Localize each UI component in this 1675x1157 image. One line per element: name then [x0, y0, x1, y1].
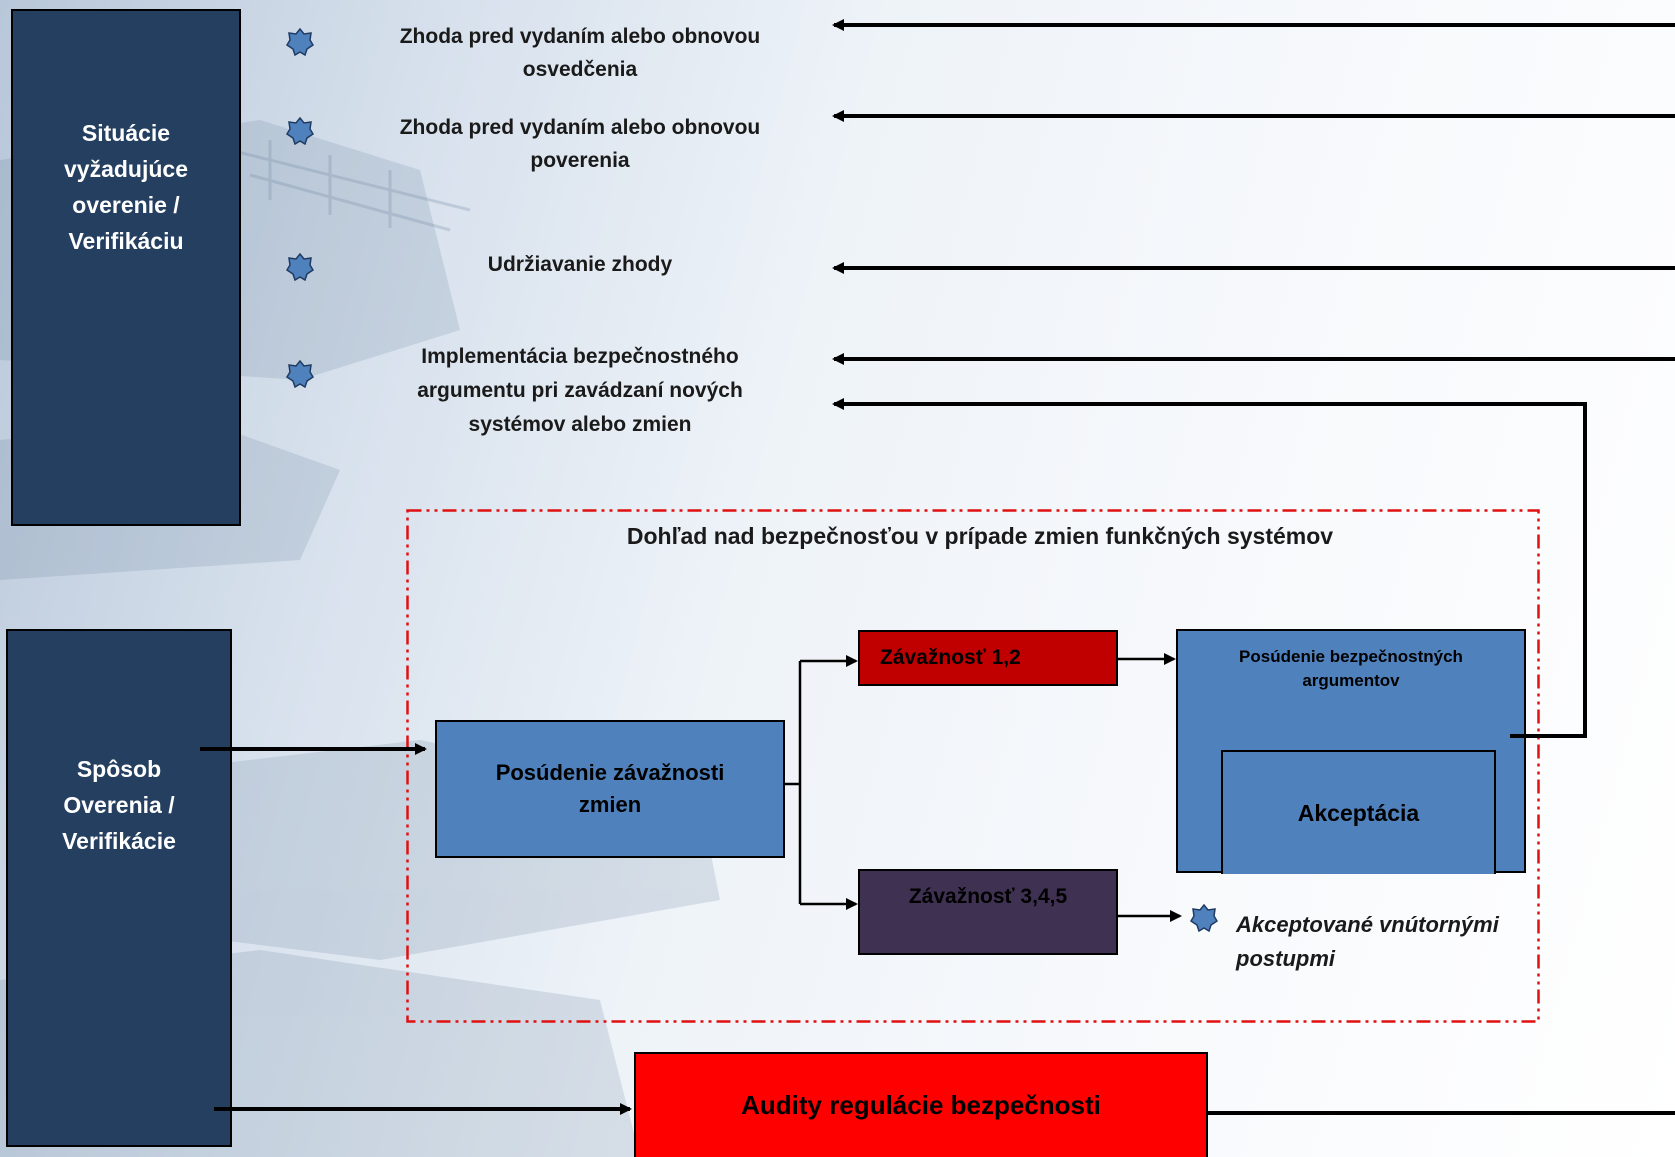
- situation-item-3: Udržiavanie zhody: [487, 253, 673, 276]
- star-bullet-icon: [286, 360, 314, 388]
- acceptance-label: Akceptácia: [1297, 799, 1420, 826]
- situations-title: Situácie vyžadujúce overenie / Verifikác…: [64, 120, 188, 254]
- severity-low-label: Závažnosť 3,4,5: [908, 885, 1068, 908]
- severity-assessment-box: Posúdenie závažnosti zmien: [435, 720, 785, 858]
- star-bullet-icon: [286, 253, 314, 281]
- star-bullet-icon: [286, 117, 314, 145]
- safety-arguments-label: Posúdenie bezpečnostných argumentov: [1239, 647, 1463, 690]
- situation-item-4: Implementácia bezpečnostného argumentu p…: [417, 345, 743, 436]
- severity-high-label: Závažnosť 1,2: [880, 646, 1021, 669]
- star-bullet-icon: [1190, 904, 1218, 932]
- oversight-frame: [406, 509, 1540, 1023]
- situation-item-2: Zhoda pred vydaním alebo obnovou poveren…: [399, 116, 761, 172]
- star-bullet-icon: [286, 28, 314, 56]
- severity-low-box: Závažnosť 3,4,5: [858, 869, 1118, 955]
- severity-assessment-label: Posúdenie závažnosti zmien: [495, 760, 725, 817]
- severity-high-box: Závažnosť 1,2: [858, 630, 1118, 686]
- oversight-title: Dohľad nad bezpečnosťou v prípade zmien …: [626, 523, 1334, 549]
- situations-box: Situácie vyžadujúce overenie / Verifikác…: [11, 9, 241, 526]
- method-box: Spôsob Overenia / Verifikácie: [6, 629, 232, 1147]
- acceptance-box: Akceptácia: [1221, 750, 1496, 874]
- audit-box: Audity regulácie bezpečnosti: [634, 1052, 1208, 1157]
- situation-item-1: Zhoda pred vydaním alebo obnovou osvedče…: [399, 25, 761, 81]
- audit-label: Audity regulácie bezpečnosti: [741, 1090, 1101, 1120]
- internal-acceptance-note: Akceptované vnútornými postupmi: [1236, 912, 1499, 971]
- method-title: Spôsob Overenia / Verifikácie: [62, 756, 176, 854]
